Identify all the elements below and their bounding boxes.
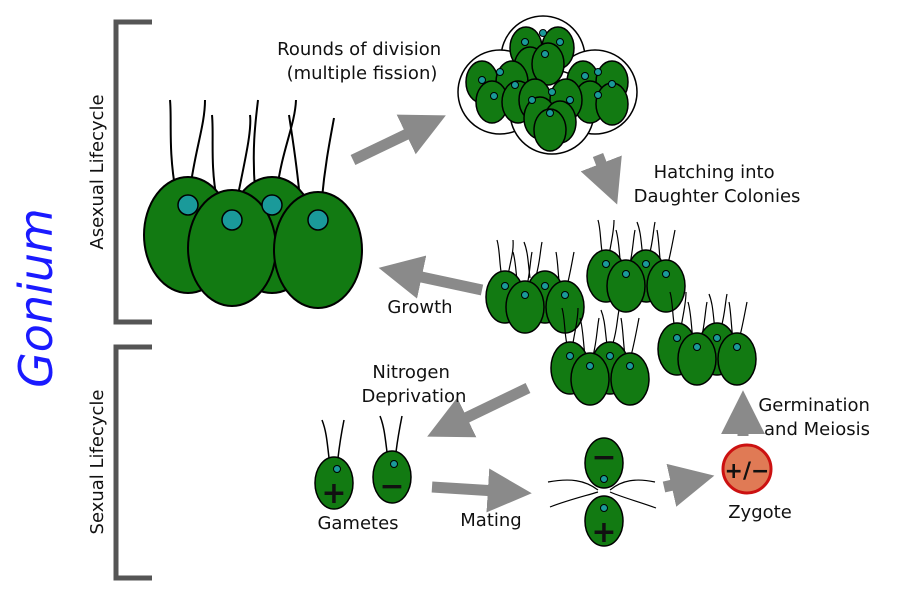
daughter-colony bbox=[550, 307, 650, 406]
hatching-arrow bbox=[580, 153, 622, 205]
adult-colony bbox=[143, 99, 363, 309]
sexual-lifecycle-label: Sexual Lifecycle bbox=[87, 390, 108, 535]
hatching-label: Hatching into Daughter Colonies bbox=[634, 162, 801, 207]
division-arrow bbox=[350, 114, 446, 165]
daughter-colony bbox=[586, 219, 686, 313]
mating-gametes: − + bbox=[547, 437, 657, 550]
growth-arrow bbox=[378, 255, 484, 299]
dividing-colonies bbox=[457, 15, 638, 155]
plus-symbol: + bbox=[321, 476, 346, 511]
division-label: Rounds of division (multiple fission) bbox=[277, 39, 447, 84]
minus-symbol: − bbox=[379, 469, 404, 504]
mating-arrow bbox=[431, 468, 532, 513]
minus-gamete: − bbox=[372, 415, 412, 504]
diagram-title: Gonium bbox=[9, 208, 63, 388]
zygote-arrow bbox=[662, 463, 715, 507]
nitrogen-arrow bbox=[427, 383, 531, 438]
sexual-bracket bbox=[113, 344, 152, 581]
plus-symbol: + bbox=[591, 515, 616, 550]
zygote: +/− bbox=[721, 443, 773, 495]
zygote-symbol: +/− bbox=[725, 459, 770, 484]
plus-gamete: + bbox=[314, 419, 354, 511]
daughter-colony bbox=[485, 239, 585, 334]
daughter-colony bbox=[657, 291, 757, 386]
germination-label: Germination and Meiosis bbox=[758, 395, 875, 440]
minus-symbol: − bbox=[591, 440, 616, 475]
growth-label: Growth bbox=[387, 297, 452, 318]
mating-label: Mating bbox=[460, 510, 521, 531]
gametes-label: Gametes bbox=[317, 513, 398, 534]
asexual-bracket bbox=[113, 19, 152, 325]
asexual-lifecycle-label: Asexual Lifecycle bbox=[87, 94, 108, 249]
nitrogen-label: Nitrogen Deprivation bbox=[362, 362, 467, 407]
zygote-label: Zygote bbox=[728, 502, 792, 523]
